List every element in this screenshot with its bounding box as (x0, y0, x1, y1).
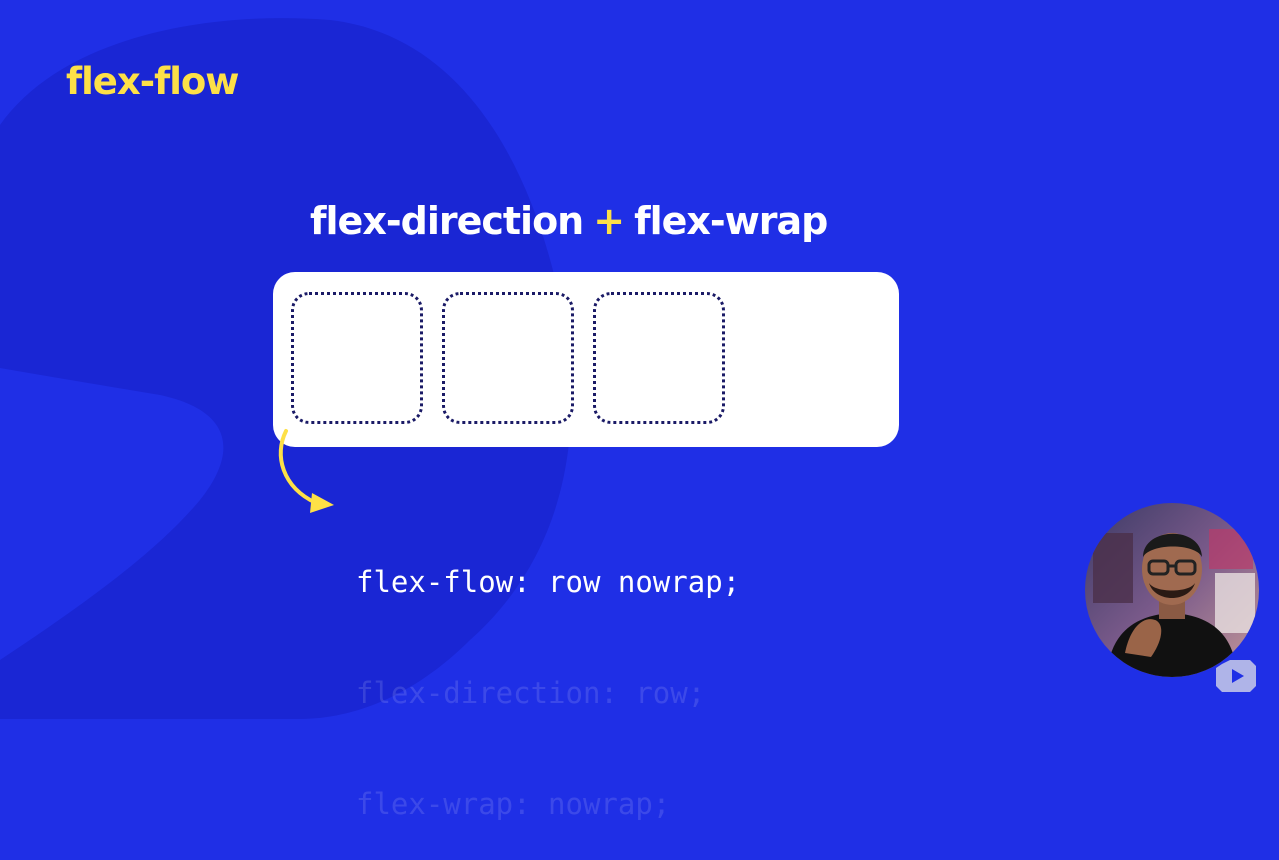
curved-arrow-icon (278, 429, 334, 513)
property-equation: flex-direction+flex-wrap (310, 196, 828, 246)
flex-item (593, 292, 725, 424)
equation-left: flex-direction (310, 199, 584, 243)
equation-operator: + (593, 199, 625, 243)
flex-item (442, 292, 574, 424)
code-longhand-wrap: flex-wrap: nowrap; (356, 787, 671, 821)
code-shorthand: flex-flow: row nowrap; (356, 565, 741, 599)
equation-right: flex-wrap (634, 199, 828, 243)
code-longhand-direction: flex-direction: row; (356, 676, 706, 710)
flex-item (291, 292, 423, 424)
flex-container-demo (273, 272, 899, 447)
play-logo-icon (1216, 660, 1256, 692)
page-title: flex-flow (66, 60, 239, 103)
presenter-webcam (1085, 503, 1259, 677)
presenter-avatar (1085, 503, 1259, 677)
code-block: flex-flow: row nowrap; flex-direction: r… (356, 490, 740, 860)
